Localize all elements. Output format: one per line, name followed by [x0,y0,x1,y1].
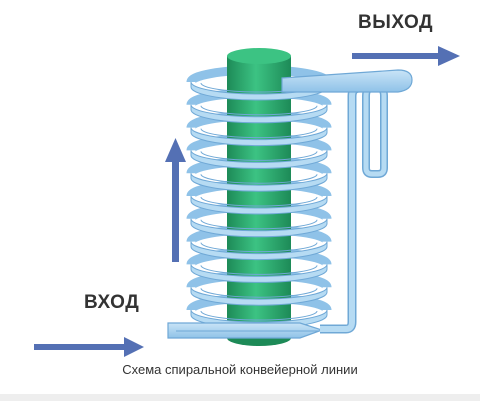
spiral-tier-rim [200,174,318,184]
central-drum [227,48,291,346]
spiral-tier-rim [200,219,318,230]
spiral-tier-front [190,287,328,306]
arrow-right-icon [34,337,144,357]
spiral-tier-rim [200,151,318,161]
input-label: ВХОД [84,292,140,313]
spiral-tier-rim [200,105,318,116]
spiral-tier-rim [200,128,318,139]
spiral-tier-front [190,173,328,192]
arrow-right-icon [352,46,460,66]
spiral-tier-rim [200,265,318,275]
bottom-strip [0,394,480,401]
spiral-tier-front [190,241,328,261]
diagram-caption: Схема спиральной конвейерной линии [122,362,358,377]
output-label: ВЫХОД [358,12,434,33]
spiral-tiers-front [190,81,328,329]
spiral-tier-front [190,218,328,238]
spiral-tier-front [190,150,328,169]
spiral-tier-rim [200,196,318,207]
outfeed-belt [281,69,413,334]
spiral-tier-rim [200,288,318,298]
spiral-tier-front [190,264,328,283]
spiral-tier-front [190,127,328,147]
spiral-tier-rim [200,310,318,321]
infeed-belt [167,322,338,339]
spiral-tier-rim [200,242,318,253]
spiral-tier-front [190,195,328,215]
arrow-up-icon [165,138,186,262]
spiral-tier-front [190,104,328,124]
